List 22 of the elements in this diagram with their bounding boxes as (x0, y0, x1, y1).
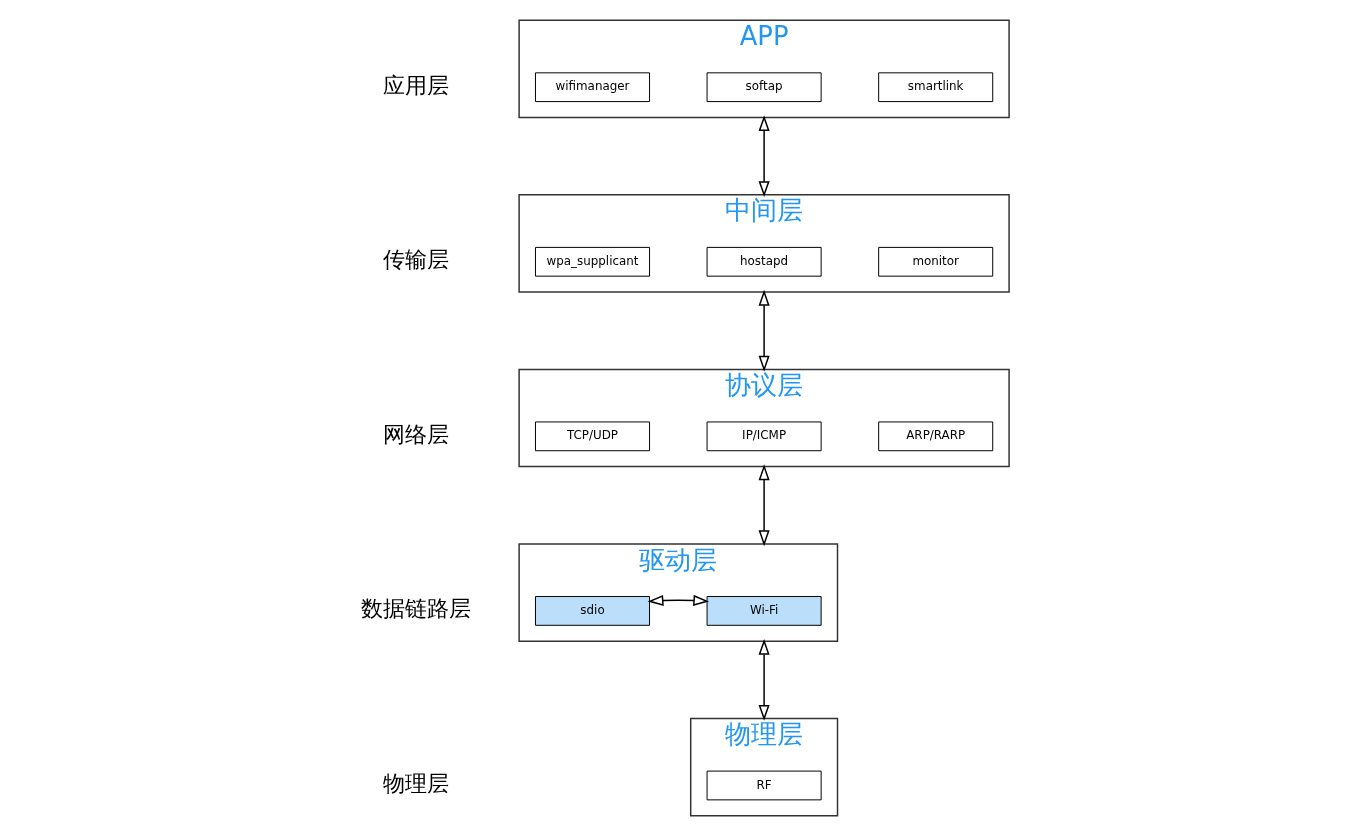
arrow (758, 115, 770, 198)
label: 网络层 (382, 421, 449, 447)
arrow (758, 638, 770, 721)
node-box: Wi-Fi (706, 596, 822, 626)
node-box: sdio (534, 596, 650, 626)
label: 数据链路层 (360, 596, 471, 622)
node-box: hostapd (706, 246, 822, 277)
node-box: softap (706, 72, 822, 103)
node-box: IP/ICMP (706, 421, 822, 452)
node-box: wifimanager (534, 72, 650, 103)
node-box: smartlink (877, 72, 993, 103)
node-box: wpa_supplicant (534, 246, 650, 277)
node-box: TCP/UDP (534, 421, 650, 452)
arrow (758, 289, 770, 372)
node-box: RF (706, 770, 822, 801)
node-box: ARP/RARP (877, 421, 993, 452)
arrow (647, 594, 709, 606)
label: 传输层 (382, 247, 449, 273)
label: 应用层 (382, 72, 449, 98)
arrow (758, 464, 770, 547)
node-box: monitor (877, 246, 993, 277)
label: 物理层 (382, 771, 449, 797)
